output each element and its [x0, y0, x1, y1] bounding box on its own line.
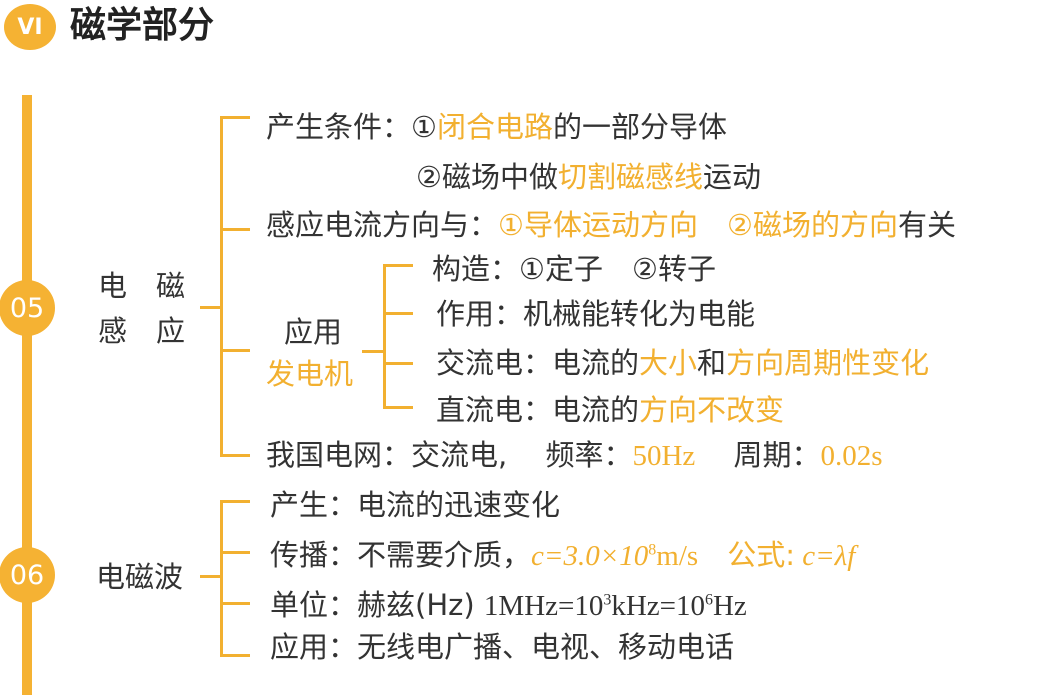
bracket-tick: [383, 264, 413, 267]
condition-line2: ②磁场中做切割磁感线运动: [416, 160, 762, 194]
bracket-line: [220, 116, 223, 456]
topic-em-induction-line1: 电 磁: [98, 269, 186, 303]
connector-line: [200, 575, 222, 578]
connector-line: [200, 306, 222, 309]
generator-function: 作用：机械能转化为电能: [436, 297, 756, 331]
topic-em-induction-line2: 感 应: [98, 314, 186, 348]
section-number-05: 05: [0, 280, 55, 336]
generator-label: 发电机: [266, 357, 354, 391]
bracket-tick: [383, 312, 413, 315]
bracket-tick: [383, 362, 413, 365]
page-title: 磁学部分: [70, 5, 215, 46]
em-wave-generation: 产生：电流的迅速变化: [270, 488, 561, 522]
bracket-tick: [383, 406, 413, 409]
bracket-tick: [220, 349, 250, 352]
topic-em-wave: 电磁波: [96, 560, 184, 594]
bracket-tick: [220, 654, 250, 657]
em-wave-unit: 单位：赫兹(Hz) 1MHz=103kHz=106Hz: [270, 588, 747, 622]
section-number-06: 06: [0, 547, 55, 603]
alternating-current: 交流电：电流的大小和方向周期性变化: [436, 346, 930, 380]
current-direction: 感应电流方向与：①导体运动方向 ②磁场的方向有关: [266, 208, 957, 242]
em-wave-application: 应用：无线电广播、电视、移动电话: [270, 630, 735, 664]
bracket-tick: [220, 228, 250, 231]
generator-structure: 构造：①定子 ②转子: [432, 252, 717, 286]
em-wave-propagation: 传播：不需要介质，c=3.0×108m/s 公式: c=λf: [270, 538, 856, 572]
bracket-line: [383, 264, 386, 408]
bracket-line: [220, 500, 223, 656]
direct-current: 直流电：电流的方向不改变: [436, 393, 785, 427]
section-badge: VI: [4, 4, 56, 50]
timeline-bar: 05 06: [0, 95, 55, 695]
connector-line: [362, 350, 384, 353]
national-grid: 我国电网：交流电, 频率：50Hz 周期：0.02s: [266, 438, 883, 472]
bracket-tick: [220, 116, 250, 119]
bracket-tick: [220, 551, 250, 554]
bracket-tick: [220, 500, 250, 503]
condition-line1: 产生条件：①闭合电路的一部分导体: [266, 110, 728, 144]
bracket-tick: [220, 602, 250, 605]
bracket-tick: [220, 454, 250, 457]
application-label: 应用: [284, 315, 343, 349]
